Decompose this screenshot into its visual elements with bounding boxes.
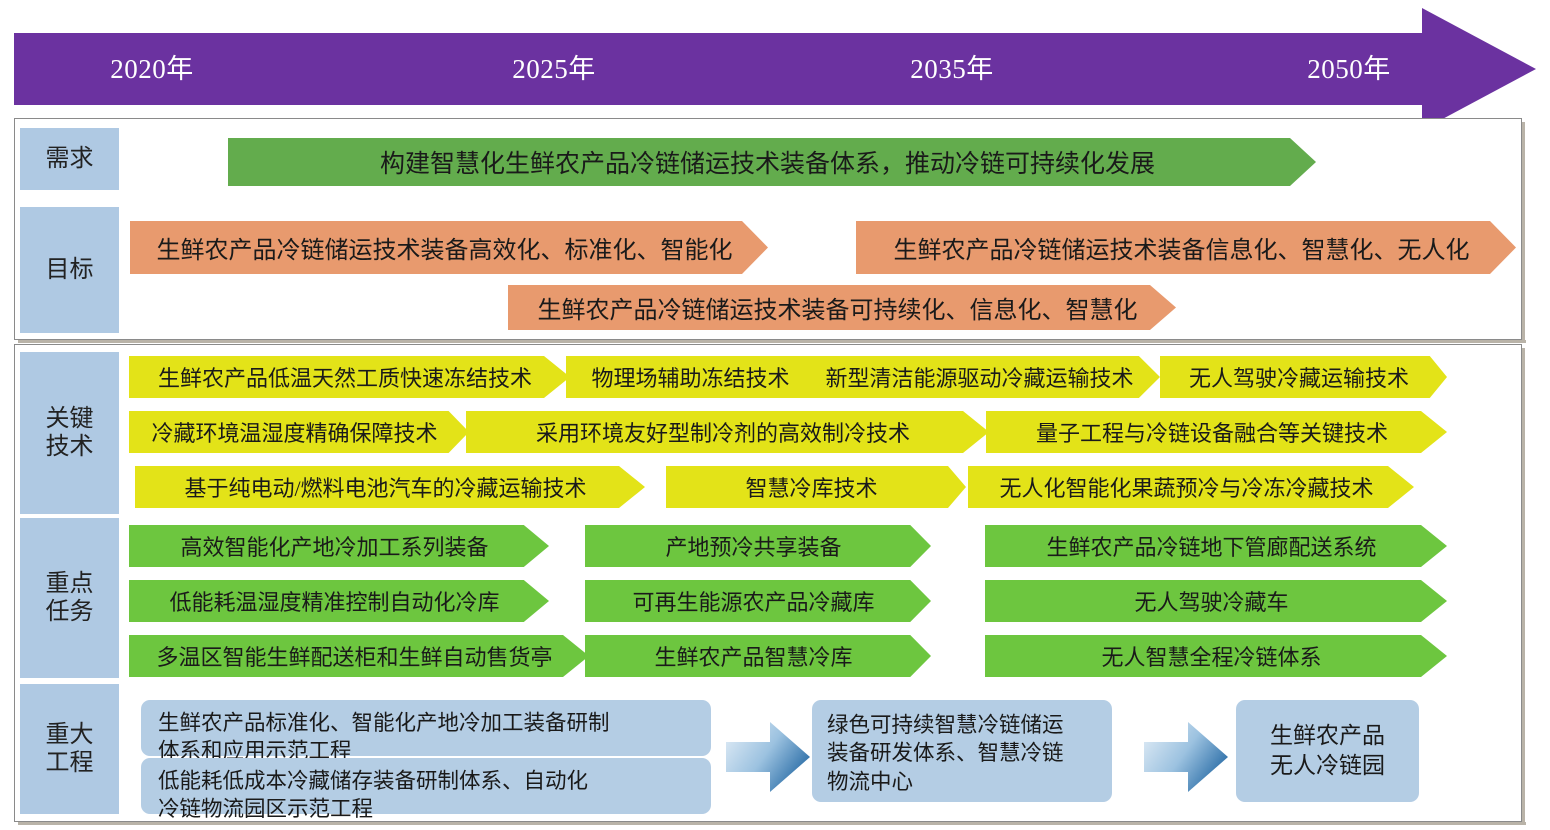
major-project-box-1-line1: 生鲜农产品标准化、智能化产地冷加工装备研制 — [158, 711, 610, 735]
frame-shadow — [1522, 122, 1525, 342]
key-technology-arrow-2-0-label: 基于纯电动/燃料电池汽车的冷藏运输技术 — [184, 476, 587, 501]
key-technology-arrow-1-0-label: 冷藏环境温湿度精确保障技术 — [151, 421, 438, 446]
key-technology-arrow-0-2[interactable]: 新型清洁能源驱动冷藏运输技术 — [808, 356, 1160, 398]
key-task-arrow-0-1[interactable]: 产地预冷共享装备 — [585, 525, 931, 567]
key-task-arrow-2-2[interactable]: 无人智慧全程冷链体系 — [985, 635, 1447, 677]
major-project-box-4-line2: 无人冷链园 — [1270, 753, 1385, 778]
major-project-box-4[interactable]: 生鲜农产品 无人冷链园 — [1236, 700, 1419, 802]
row-label-demand-text: 需求 — [45, 145, 94, 172]
major-project-box-4-line1: 生鲜农产品 — [1270, 722, 1385, 748]
key-technology-arrow-0-3-label: 无人驾驶冷藏运输技术 — [1188, 366, 1409, 391]
row-label-key-technology: 关键 技术 — [20, 352, 119, 514]
key-task-arrow-1-0[interactable]: 低能耗温湿度精准控制自动化冷库 — [129, 580, 549, 622]
timeline-year-2025: 2025年 — [512, 54, 596, 84]
key-task-arrow-2-1-label: 生鲜农产品智慧冷库 — [654, 645, 853, 670]
key-technology-arrow-1-0[interactable]: 冷藏环境温湿度精确保障技术 — [129, 411, 469, 453]
right-arrow-icon-1 — [726, 722, 810, 792]
demand-arrow-0[interactable]: 构建智慧化生鲜农产品冷链储运技术装备体系，推动冷链可持续化发展 — [228, 138, 1316, 186]
goal-arrow-1-label: 生鲜农产品冷链储运技术装备信息化、智慧化、无人化 — [893, 238, 1470, 264]
row-label-goal-text: 目标 — [45, 256, 94, 283]
key-task-arrow-2-0[interactable]: 多温区智能生鲜配送柜和生鲜自动售货亭 — [129, 635, 589, 677]
row-label-key-technology-line1: 关键 — [45, 405, 94, 432]
key-task-arrow-0-0-label: 高效智能化产地冷加工系列装备 — [180, 535, 489, 560]
row-label-major-project-line2: 工程 — [45, 750, 94, 776]
key-task-arrow-1-2-label: 无人驾驶冷藏车 — [1134, 590, 1289, 615]
right-arrow-icon-2 — [1144, 722, 1228, 792]
key-task-arrow-2-2-label: 无人智慧全程冷链体系 — [1101, 645, 1322, 670]
key-task-arrow-1-1[interactable]: 可再生能源农产品冷藏库 — [585, 580, 931, 622]
major-project-box-2-line2: 冷链物流园区示范工程 — [158, 797, 374, 822]
key-task-arrow-2-0-label: 多温区智能生鲜配送柜和生鲜自动售货亭 — [156, 645, 553, 670]
timeline-year-2035: 2035年 — [910, 54, 994, 84]
key-task-arrow-0-2[interactable]: 生鲜农产品冷链地下管廊配送系统 — [985, 525, 1447, 567]
key-technology-arrow-0-2-label: 新型清洁能源驱动冷藏运输技术 — [825, 366, 1134, 391]
frame-shadow — [18, 822, 1526, 825]
row-label-goal: 目标 — [20, 207, 119, 333]
key-technology-arrow-1-1-label: 采用环境友好型制冷剂的高效制冷技术 — [535, 421, 910, 446]
key-task-arrow-1-2[interactable]: 无人驾驶冷藏车 — [985, 580, 1447, 622]
key-task-arrow-0-2-label: 生鲜农产品冷链地下管廊配送系统 — [1046, 535, 1377, 560]
frame-shadow — [1522, 348, 1525, 825]
key-technology-arrow-2-0[interactable]: 基于纯电动/燃料电池汽车的冷藏运输技术 — [135, 466, 645, 508]
key-technology-arrow-0-0[interactable]: 生鲜农产品低温天然工质快速冻结技术 — [129, 356, 570, 398]
key-technology-arrow-0-3[interactable]: 无人驾驶冷藏运输技术 — [1160, 356, 1447, 398]
frame-shadow — [18, 340, 1526, 343]
row-label-key-task: 重点 任务 — [20, 518, 119, 678]
major-project-box-3-line3: 物流中心 — [827, 769, 914, 794]
key-task-arrow-1-1-label: 可再生能源农产品冷藏库 — [632, 590, 875, 615]
demand-arrow-0-label: 构建智慧化生鲜农产品冷链储运技术装备体系，推动冷链可持续化发展 — [379, 151, 1155, 178]
key-technology-arrow-1-2[interactable]: 量子工程与冷链设备融合等关键技术 — [986, 411, 1447, 453]
key-technology-arrow-1-2-label: 量子工程与冷链设备融合等关键技术 — [1035, 421, 1388, 446]
major-project-box-3-line1: 绿色可持续智慧冷链储运 — [827, 713, 1064, 737]
key-task-arrow-0-0[interactable]: 高效智能化产地冷加工系列装备 — [129, 525, 549, 567]
key-technology-arrow-0-0-label: 生鲜农产品低温天然工质快速冻结技术 — [157, 366, 532, 391]
key-technology-arrow-2-1[interactable]: 智慧冷库技术 — [666, 466, 966, 508]
major-project-box-1[interactable]: 生鲜农产品标准化、智能化产地冷加工装备研制 体系和应用示范工程 — [141, 700, 711, 763]
key-technology-arrow-2-2-label: 无人化智能化果蔬预冷与冷冻冷藏技术 — [999, 476, 1374, 501]
major-project-box-2[interactable]: 低能耗低成本冷藏储存装备研制体系、自动化 冷链物流园区示范工程 — [141, 758, 711, 821]
timeline-arrow: 2020年 2025年 2035年 2050年 — [14, 8, 1536, 130]
row-label-key-technology-line2: 技术 — [45, 434, 94, 460]
key-technology-arrow-2-1-label: 智慧冷库技术 — [745, 476, 878, 501]
major-project-box-3[interactable]: 绿色可持续智慧冷链储运 装备研发体系、智慧冷链 物流中心 — [812, 700, 1112, 802]
row-label-key-task-line1: 重点 — [45, 570, 94, 597]
major-project-box-3-line2: 装备研发体系、智慧冷链 — [827, 741, 1064, 766]
key-technology-arrow-0-1-label: 物理场辅助冻结技术 — [591, 366, 790, 391]
goal-arrow-2[interactable]: 生鲜农产品冷链储运技术装备可持续化、信息化、智慧化 — [508, 285, 1176, 330]
row-label-major-project-line1: 重大 — [45, 721, 94, 748]
goal-arrow-2-label: 生鲜农产品冷链储运技术装备可持续化、信息化、智慧化 — [537, 298, 1138, 324]
key-task-arrow-2-1[interactable]: 生鲜农产品智慧冷库 — [585, 635, 931, 677]
key-technology-arrow-0-1[interactable]: 物理场辅助冻结技术 — [566, 356, 824, 398]
row-label-key-task-line2: 任务 — [45, 599, 94, 625]
goal-arrow-0[interactable]: 生鲜农产品冷链储运技术装备高效化、标准化、智能化 — [130, 221, 768, 274]
goal-arrow-1[interactable]: 生鲜农产品冷链储运技术装备信息化、智慧化、无人化 — [856, 221, 1516, 274]
major-project-box-2-line1: 低能耗低成本冷藏储存装备研制体系、自动化 — [158, 769, 589, 793]
timeline-year-2020: 2020年 — [110, 54, 194, 84]
row-label-major-project: 重大 工程 — [20, 684, 119, 814]
key-task-arrow-0-1-label: 产地预冷共享装备 — [665, 535, 842, 560]
key-technology-arrow-2-2[interactable]: 无人化智能化果蔬预冷与冷冻冷藏技术 — [968, 466, 1414, 508]
goal-arrow-0-label: 生鲜农产品冷链储运技术装备高效化、标准化、智能化 — [156, 238, 733, 264]
key-technology-arrow-1-1[interactable]: 采用环境友好型制冷剂的高效制冷技术 — [466, 411, 989, 453]
timeline-arrowhead-icon — [1422, 8, 1536, 130]
row-label-demand: 需求 — [20, 128, 119, 190]
key-task-arrow-1-0-label: 低能耗温湿度精准控制自动化冷库 — [169, 590, 500, 615]
timeline-bar — [14, 33, 1458, 105]
timeline-year-2050: 2050年 — [1307, 54, 1391, 84]
